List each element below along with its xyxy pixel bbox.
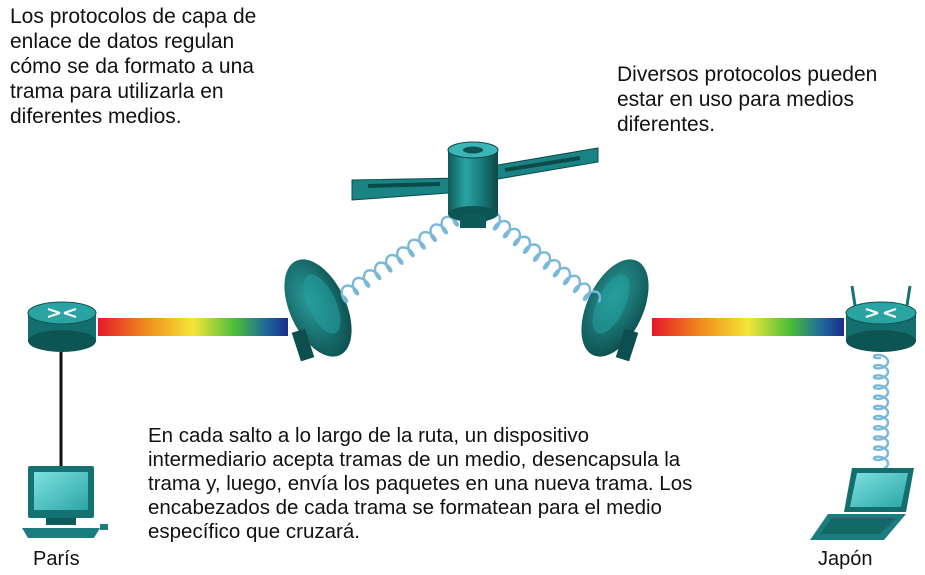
satellite-dish-right-icon xyxy=(581,259,649,362)
laptop-icon xyxy=(810,468,914,540)
satellite-icon xyxy=(351,141,599,228)
note-top-right: Diversos protocolos pueden estar en uso … xyxy=(617,63,878,136)
label-japan: Japón xyxy=(818,548,873,570)
fiber-link-right xyxy=(652,318,844,336)
fiber-link-left xyxy=(98,318,288,336)
wireless-wave-left xyxy=(340,207,466,304)
satellite-dish-left-icon xyxy=(284,259,352,362)
wireless-router-icon xyxy=(845,285,917,352)
wireless-wave-right xyxy=(482,212,602,303)
pc-icon xyxy=(22,466,108,538)
router-icon xyxy=(27,301,97,352)
note-bottom: En cada salto a lo largo de la ruta, un … xyxy=(148,424,693,543)
note-top-left: Los protocolos de capa de enlace de dato… xyxy=(10,5,257,128)
wireless-wave-vertical xyxy=(872,353,890,472)
label-paris: París xyxy=(33,548,80,570)
